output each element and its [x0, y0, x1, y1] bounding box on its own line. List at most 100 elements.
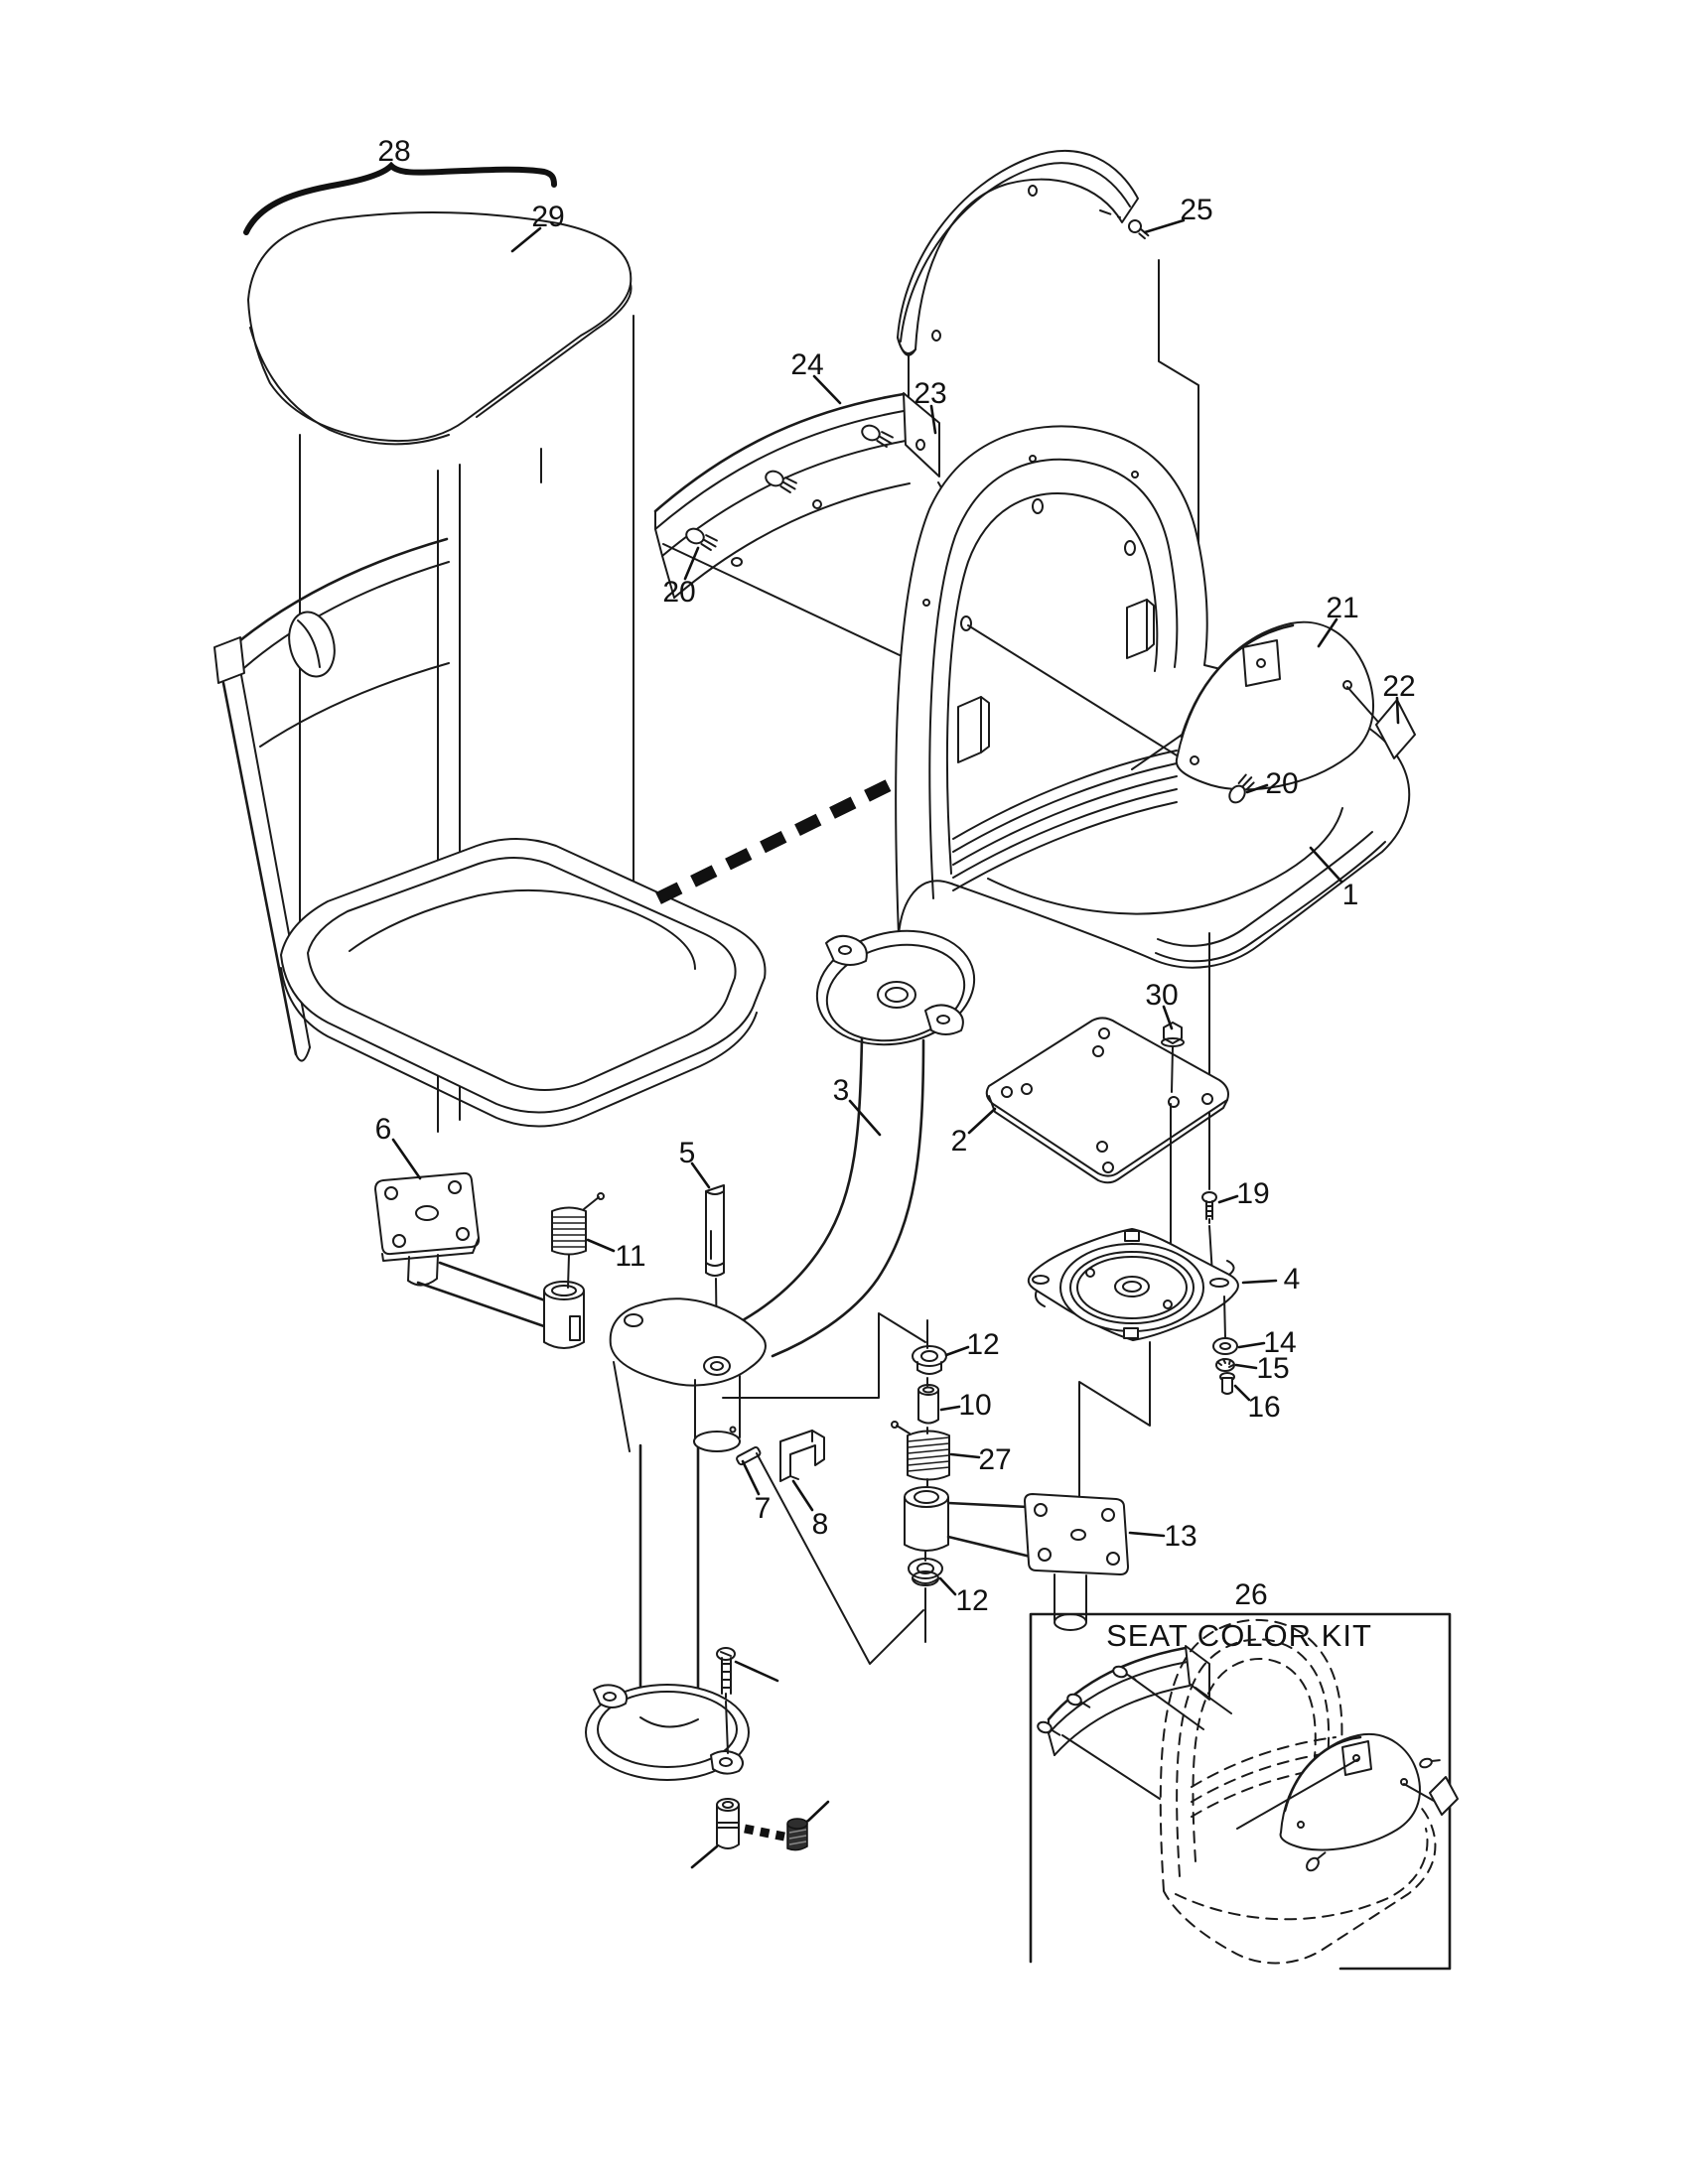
band-hole: [288, 611, 336, 678]
callout-16: 16: [1247, 1391, 1280, 1424]
leader-16: [1233, 1384, 1251, 1402]
bracket-top-edge: [653, 392, 906, 513]
plate-hole: [1098, 1027, 1110, 1039]
callout-28: 28: [377, 135, 410, 168]
callout-26: 26: [1234, 1578, 1267, 1611]
base-lug: [710, 1750, 744, 1775]
back-band-top: [218, 537, 449, 659]
nut-30: [1161, 1022, 1185, 1047]
plate-hole: [1201, 1093, 1213, 1105]
callout-10: 10: [958, 1389, 991, 1422]
callout-23: 23: [914, 377, 946, 410]
pedestal-housing-and-post: [585, 1297, 926, 1869]
plate-center-hole: [415, 1205, 439, 1221]
center-hole: [885, 987, 909, 1003]
swivel-ring-mid: [1069, 1251, 1195, 1324]
arch-outer: [897, 150, 1139, 356]
swivel-base: [1027, 1228, 1239, 1532]
housing-boss-bottom: [693, 1431, 741, 1452]
callout-7: 7: [755, 1492, 772, 1525]
callout-6: 6: [375, 1113, 392, 1146]
axis-line: [1170, 1046, 1174, 1254]
bushing-12-lower: [908, 1558, 943, 1586]
backrest-inner-2: [945, 492, 1159, 875]
lock-washer-15: [1215, 1358, 1235, 1372]
screw-16: [1219, 1372, 1235, 1395]
cushion-rim-right: [476, 283, 633, 418]
leader-19: [1217, 1194, 1239, 1204]
callout-27: 27: [978, 1443, 1011, 1476]
leader-29: [510, 226, 542, 253]
leader-line: [806, 1800, 830, 1823]
screw-glyph-20: [861, 424, 894, 448]
leader-line: [690, 1844, 719, 1869]
swivel-hub: [1114, 1276, 1150, 1297]
plate-6-thickness: [381, 1237, 480, 1262]
shell-hole: [960, 615, 972, 631]
boss-hole: [729, 1426, 737, 1433]
post: [638, 1443, 700, 1727]
patch-22: [1375, 699, 1416, 759]
inset-armrest: [1236, 1732, 1459, 1872]
swivel-slot: [1032, 1275, 1050, 1285]
callout-21: 21: [1326, 592, 1358, 624]
leader-15: [1234, 1363, 1258, 1370]
axis-line: [725, 1701, 729, 1754]
arm-link: [416, 1261, 547, 1328]
leader-13: [1128, 1531, 1166, 1538]
callout-1: 1: [1342, 879, 1359, 911]
callout-2: 2: [951, 1125, 968, 1158]
clip-8: [779, 1430, 825, 1482]
mount-plate-thickness: [988, 1095, 1228, 1184]
plate-neck: [407, 1254, 439, 1287]
armrest-hole: [1342, 680, 1352, 690]
top-plate-inner: [825, 943, 966, 1042]
leader-20b: [1245, 783, 1269, 794]
callout-4: 4: [1284, 1263, 1301, 1296]
washer-14: [1212, 1337, 1238, 1355]
pan-rim-line: [1157, 831, 1373, 947]
mount-pocket-side: [980, 696, 990, 753]
shell-hole: [1032, 498, 1044, 514]
housing-bore-inner: [710, 1361, 724, 1371]
washer-14-hole: [1219, 1342, 1231, 1350]
screw-axis-dash: [1099, 209, 1121, 218]
callout-labels: 28 29 25 24 23 20 21 22 20 1 30 3 2 19 4…: [375, 135, 1416, 1617]
plate-hole: [1102, 1161, 1114, 1173]
armrest-hole: [1190, 755, 1199, 765]
callout-5: 5: [679, 1137, 696, 1169]
inset-border: [1029, 1612, 1452, 1971]
left-arm-assembly: [374, 1171, 725, 1359]
callout-22: 22: [1382, 670, 1415, 703]
seat-shell: [895, 425, 1411, 1190]
bracket-left-cap: [654, 510, 675, 599]
backrest-inner-1: [928, 458, 1179, 899]
callout-8: 8: [812, 1508, 829, 1541]
back-band-bottom: [259, 662, 450, 748]
right-arm-assembly: [891, 1319, 1129, 1643]
leader-23: [929, 404, 937, 435]
lug-hole: [936, 1015, 950, 1024]
screw-19: [1201, 1191, 1217, 1224]
base-lug-hole: [719, 1757, 733, 1767]
arch-mid-line: [900, 162, 1131, 342]
base-frame-thickness: [280, 967, 758, 1128]
shell-hole: [922, 599, 930, 607]
mount-plate-2: [985, 1017, 1229, 1177]
arm-13: [904, 1486, 1129, 1631]
armrest-bracket: [1175, 620, 1416, 804]
plate-hole: [1092, 1045, 1104, 1057]
swivel-hole: [1085, 1268, 1095, 1278]
seat-color-kit-inset: SEAT COLOR KIT: [1029, 1612, 1459, 1971]
housing-side: [613, 1361, 631, 1452]
arch-hole: [931, 330, 941, 341]
inset-trim-bracket: [1037, 1645, 1232, 1800]
swivel-hub-hole: [1122, 1281, 1142, 1293]
callout-29: 29: [531, 201, 564, 233]
plate-lug: [825, 934, 868, 966]
leader-27: [949, 1452, 981, 1459]
mount-pocket: [957, 696, 982, 763]
tube-left-edge: [741, 1036, 864, 1322]
base-plate-inner: [597, 1691, 738, 1768]
